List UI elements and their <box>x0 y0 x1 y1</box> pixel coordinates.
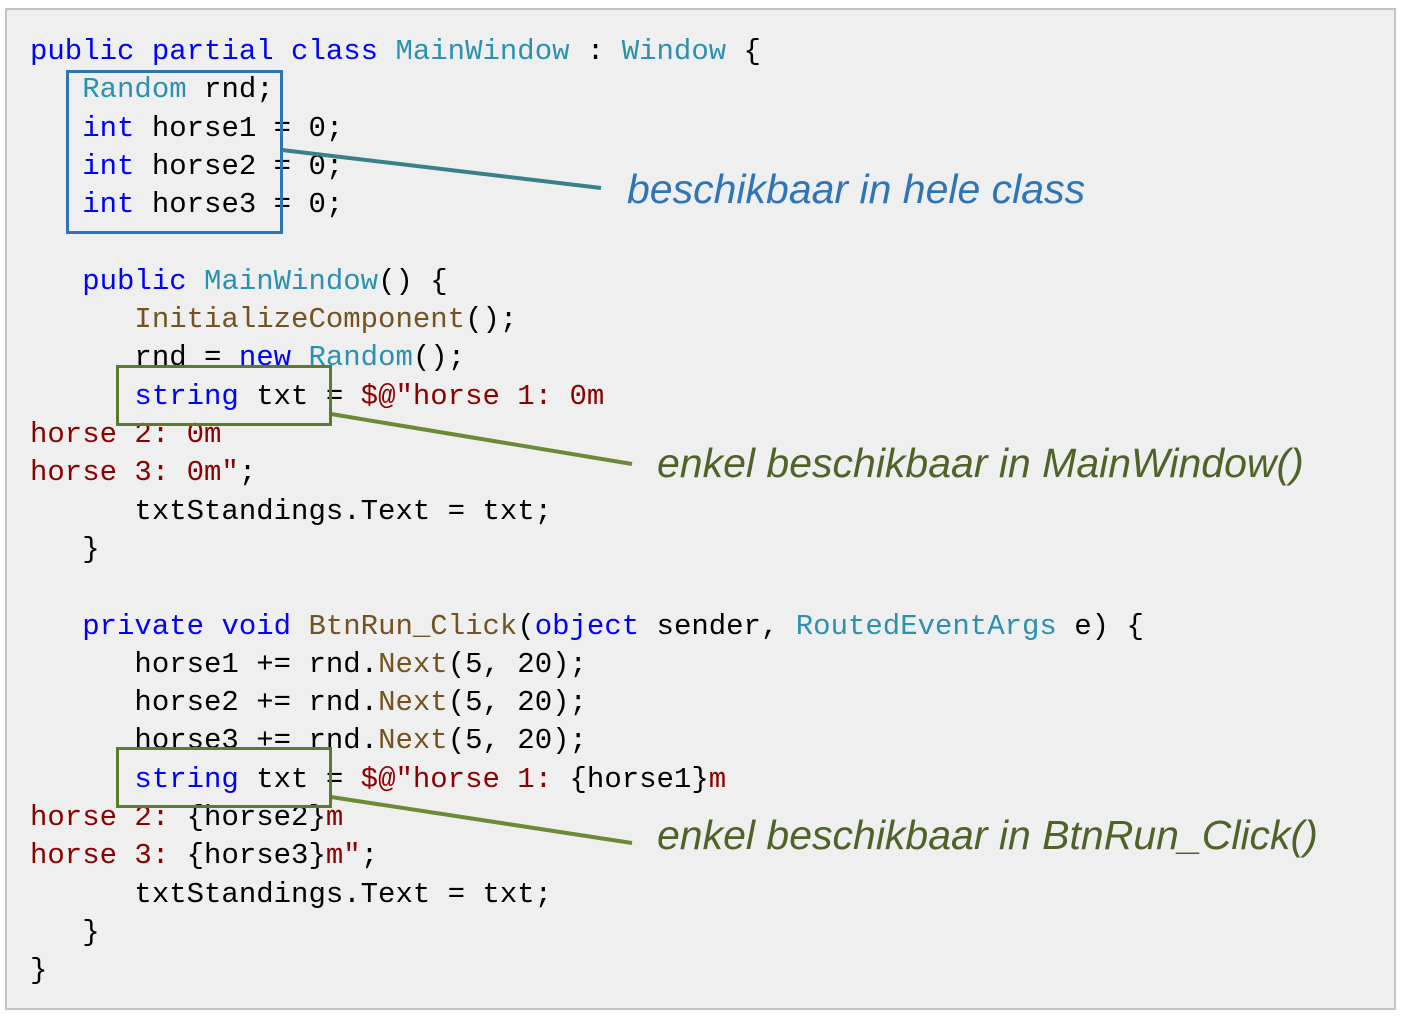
code-line: int horse1 = 0; <box>30 110 343 148</box>
code-token: public <box>82 264 205 298</box>
code-token: (); <box>465 303 518 337</box>
code-token: (5, 20); <box>447 686 587 720</box>
code-line: horse 3: 0m"; <box>30 454 256 492</box>
code-token: ; <box>360 839 379 873</box>
code-token: } <box>30 532 100 566</box>
code-token: private void <box>82 609 309 643</box>
code-token: Window <box>621 35 727 68</box>
code-token: () { <box>378 264 448 298</box>
code-token: ; <box>238 456 257 490</box>
code-token: horse2 = 0; <box>134 149 344 183</box>
code-line: string txt = $@"horse 1: {horse1}m <box>30 761 726 799</box>
code-line: txtStandings.Text = txt; <box>30 493 552 531</box>
code-token: (); <box>412 341 466 375</box>
code-token: int <box>82 111 135 145</box>
code-token: (5, 20); <box>447 724 587 758</box>
code-token: $@"horse 1: 0m <box>360 379 605 413</box>
code-token: MainWindow <box>204 264 379 298</box>
code-token: horse2 += rnd. <box>30 686 379 720</box>
code-token: {horse3} <box>186 839 326 873</box>
code-token: horse3 += rnd. <box>30 724 379 758</box>
code-token: m <box>708 762 727 796</box>
code-line: InitializeComponent(); <box>30 301 517 339</box>
btnrun-txt-highlight-box <box>116 747 332 808</box>
code-token: m <box>325 801 344 834</box>
code-token: new <box>238 341 309 375</box>
code-token: horse1 = 0; <box>134 111 344 145</box>
code-line: } <box>30 952 47 990</box>
code-line: txtStandings.Text = txt; <box>30 876 552 914</box>
code-line: horse 3: {horse3}m"; <box>30 837 378 875</box>
code-token: txtStandings.Text = txt; <box>30 494 553 528</box>
code-token: RoutedEventArgs <box>795 609 1057 643</box>
btnrun-scope-label: enkel beschikbaar in BtnRun_Click() <box>657 812 1318 858</box>
code-line: rnd = new Random(); <box>30 339 465 377</box>
code-token: string <box>134 379 239 413</box>
code-token: object <box>534 609 640 643</box>
code-token: horse1 += rnd. <box>30 647 379 681</box>
class-fields-highlight-box <box>66 70 283 234</box>
code-line: string txt = $@"horse 1: 0m <box>30 378 604 416</box>
code-token: Next <box>378 724 448 758</box>
code-token: horse 3: 0m" <box>30 456 239 490</box>
code-line: horse2 += rnd.Next(5, 20); <box>30 684 587 722</box>
code-token: } <box>30 915 100 949</box>
code-token: int <box>82 149 135 183</box>
code-token: Next <box>378 686 448 720</box>
code-line: } <box>30 914 100 952</box>
code-token: public partial class <box>30 35 396 68</box>
code-token: horse 3: <box>30 839 187 873</box>
code-token: sender, <box>639 609 796 643</box>
code-token: BtnRun_Click <box>308 609 518 643</box>
code-token: rnd; <box>186 73 274 107</box>
code-token: $@"horse 1: <box>360 762 570 796</box>
class-scope-connector <box>281 148 602 190</box>
code-line: public partial class MainWindow : Window… <box>30 33 761 71</box>
mainwindow-scope-label: enkel beschikbaar in MainWindow() <box>657 440 1304 486</box>
code-token: ( <box>517 609 535 643</box>
code-token: } <box>30 954 48 988</box>
code-line: } <box>30 531 100 569</box>
code-line: horse3 += rnd.Next(5, 20); <box>30 722 587 760</box>
code-line: horse1 += rnd.Next(5, 20); <box>30 646 587 684</box>
code-line: public MainWindow() { <box>30 263 448 301</box>
code-token: : <box>569 35 622 68</box>
class-scope-label: beschikbaar in hele class <box>627 166 1086 212</box>
btnrun-scope-connector <box>330 795 633 845</box>
code-token: {horse1} <box>569 762 709 796</box>
code-line: private void BtnRun_Click(object sender,… <box>30 608 1144 646</box>
code-line: Random rnd; <box>30 71 274 109</box>
mainwindow-scope-connector <box>330 412 633 466</box>
code-token: MainWindow <box>395 35 570 68</box>
code-token: e) { <box>1056 609 1144 643</box>
code-token: InitializeComponent <box>134 303 466 337</box>
mainwindow-txt-highlight-box <box>116 365 332 426</box>
code-token: int <box>82 188 135 222</box>
code-token: m" <box>325 839 361 873</box>
code-token: Next <box>378 647 448 681</box>
code-line: int horse2 = 0; <box>30 148 343 186</box>
code-token: Random <box>308 341 413 375</box>
code-token: txtStandings.Text = txt; <box>30 877 553 911</box>
code-token: string <box>134 762 239 796</box>
code-panel: public partial class MainWindow : Window… <box>5 8 1396 1010</box>
code-token: { <box>726 35 761 68</box>
code-token: (5, 20); <box>447 647 587 681</box>
code-token: Random <box>82 73 187 107</box>
